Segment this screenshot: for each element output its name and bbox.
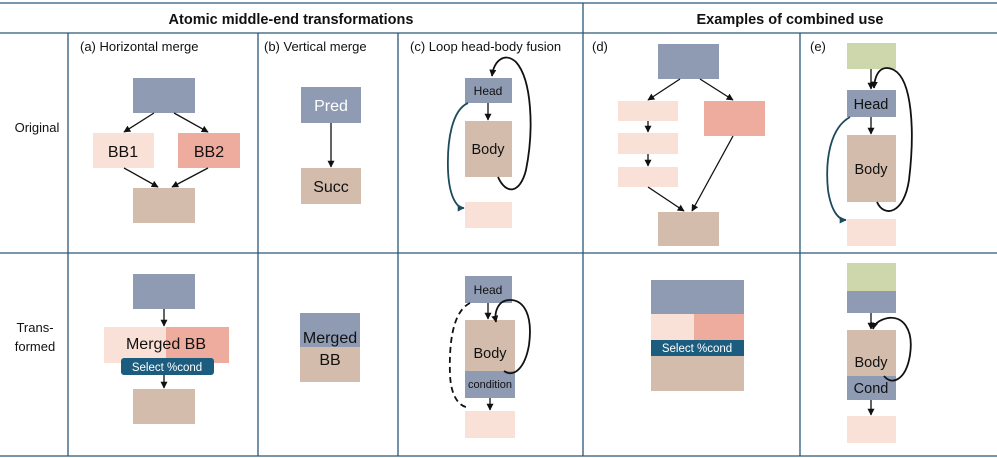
- trans-b-bb-label: BB: [319, 352, 340, 369]
- orig-d-right-block: [704, 101, 765, 136]
- orig-c-back-edge: [489, 56, 532, 191]
- trans-e-body-label: Body: [854, 355, 888, 371]
- orig-e-body-label: Body: [854, 162, 888, 178]
- row-label-original: Original: [15, 120, 60, 135]
- trans-b-merged-label: Merged: [303, 330, 357, 347]
- trans-b-merged-bottom: [300, 347, 360, 382]
- trans-e-back-edge: [871, 317, 912, 382]
- orig-b-vertical-merge: Pred Succ: [301, 87, 361, 204]
- orig-a-bb2-block: [178, 133, 240, 168]
- trans-c-condition-block: [465, 371, 515, 398]
- orig-a-bb1-block: [93, 133, 154, 168]
- row-label-transformed-1: Trans-: [16, 320, 53, 335]
- trans-d-select-badge: [651, 340, 744, 356]
- trans-d-top-block: [651, 280, 744, 314]
- column-title-a: (a) Horizontal merge: [80, 39, 199, 54]
- orig-d-bottom-block: [658, 212, 719, 246]
- trans-a-merged-label: Merged BB: [126, 336, 206, 353]
- trans-a-horizontal-merge: Merged BB Select %cond: [104, 274, 229, 424]
- trans-c-exit-block: [465, 411, 515, 438]
- trans-a-select-badge: [121, 358, 214, 375]
- orig-d-top-block: [658, 44, 719, 79]
- trans-e-combined: Body Cond: [847, 263, 912, 443]
- trans-a-select-label: Select %cond: [132, 362, 202, 374]
- trans-a-top-block: [133, 274, 195, 309]
- trans-e-exit-block: [847, 416, 896, 443]
- orig-b-succ-label: Succ: [313, 179, 349, 196]
- orig-c-head-block: [465, 78, 512, 103]
- edge: [699, 78, 734, 101]
- trans-c-head-label: Head: [474, 283, 503, 297]
- trans-c-back-edge: [491, 299, 531, 375]
- orig-e-exit-edge: [826, 116, 851, 224]
- orig-e-entry-block: [847, 43, 896, 69]
- orig-d-combined: [618, 44, 765, 246]
- header-combined: Examples of combined use: [697, 12, 884, 28]
- edge: [647, 186, 685, 212]
- header-atomic: Atomic middle-end transformations: [169, 12, 414, 28]
- trans-e-cond-label: Cond: [854, 381, 889, 397]
- edge: [171, 167, 209, 188]
- orig-e-body-block: [847, 135, 896, 202]
- orig-d-left-block-3: [618, 167, 678, 187]
- row-label-transformed-2: formed: [15, 339, 55, 354]
- edge: [123, 167, 159, 188]
- orig-e-head-block: [847, 90, 896, 117]
- trans-d-select-label: Select %cond: [662, 343, 732, 355]
- orig-a-bb2-label: BB2: [194, 144, 224, 161]
- trans-a-bottom-block: [133, 389, 195, 424]
- edge: [173, 112, 209, 133]
- orig-e-exit-block: [847, 219, 896, 246]
- orig-c-body-label: Body: [471, 142, 505, 158]
- trans-e-body-block: [847, 330, 896, 376]
- trans-d-middle-left: [651, 314, 694, 341]
- orig-c-loop-fusion: Head Body: [446, 56, 532, 228]
- trans-d-middle-right: [694, 314, 744, 341]
- orig-d-left-block-1: [618, 101, 678, 121]
- column-title-d: (d): [592, 39, 608, 54]
- column-title-b: (b) Vertical merge: [264, 39, 367, 54]
- edge: [123, 112, 155, 133]
- column-title-e: (e): [810, 39, 826, 54]
- edge: [691, 135, 734, 212]
- trans-e-entry-block: [847, 263, 896, 291]
- edge: [647, 78, 681, 101]
- orig-e-back-edge: [870, 67, 913, 212]
- trans-c-head-block: [465, 276, 512, 303]
- orig-d-left-block-2: [618, 133, 678, 154]
- trans-e-head-block: [847, 291, 896, 313]
- trans-d-combined: Select %cond: [651, 280, 744, 391]
- trans-b-merged-top: [300, 313, 360, 347]
- trans-c-loop-fusion: Head Body condition: [448, 276, 531, 438]
- orig-e-combined: Head Body: [826, 43, 913, 246]
- orig-a-bottom-block: [133, 188, 195, 223]
- orig-e-head-label: Head: [854, 97, 889, 113]
- orig-c-exit-block: [465, 202, 512, 228]
- orig-c-body-block: [465, 121, 512, 177]
- orig-b-pred-label: Pred: [314, 98, 348, 115]
- trans-c-body-label: Body: [473, 346, 507, 362]
- trans-c-condition-label: condition: [468, 379, 512, 391]
- orig-a-top-block: [133, 78, 195, 113]
- orig-a-horizontal-merge: BB1 BB2: [93, 78, 240, 223]
- trans-a-merged-block-right: [166, 327, 229, 363]
- trans-c-body-block: [465, 320, 515, 371]
- orig-a-bb1-label: BB1: [108, 144, 138, 161]
- trans-b-vertical-merge: Merged BB: [300, 313, 360, 382]
- orig-b-succ-block: [301, 168, 361, 204]
- orig-c-head-label: Head: [474, 84, 503, 98]
- orig-b-pred-block: [301, 87, 361, 123]
- column-title-c: (c) Loop head-body fusion: [410, 39, 561, 54]
- orig-c-exit-edge: [446, 102, 469, 212]
